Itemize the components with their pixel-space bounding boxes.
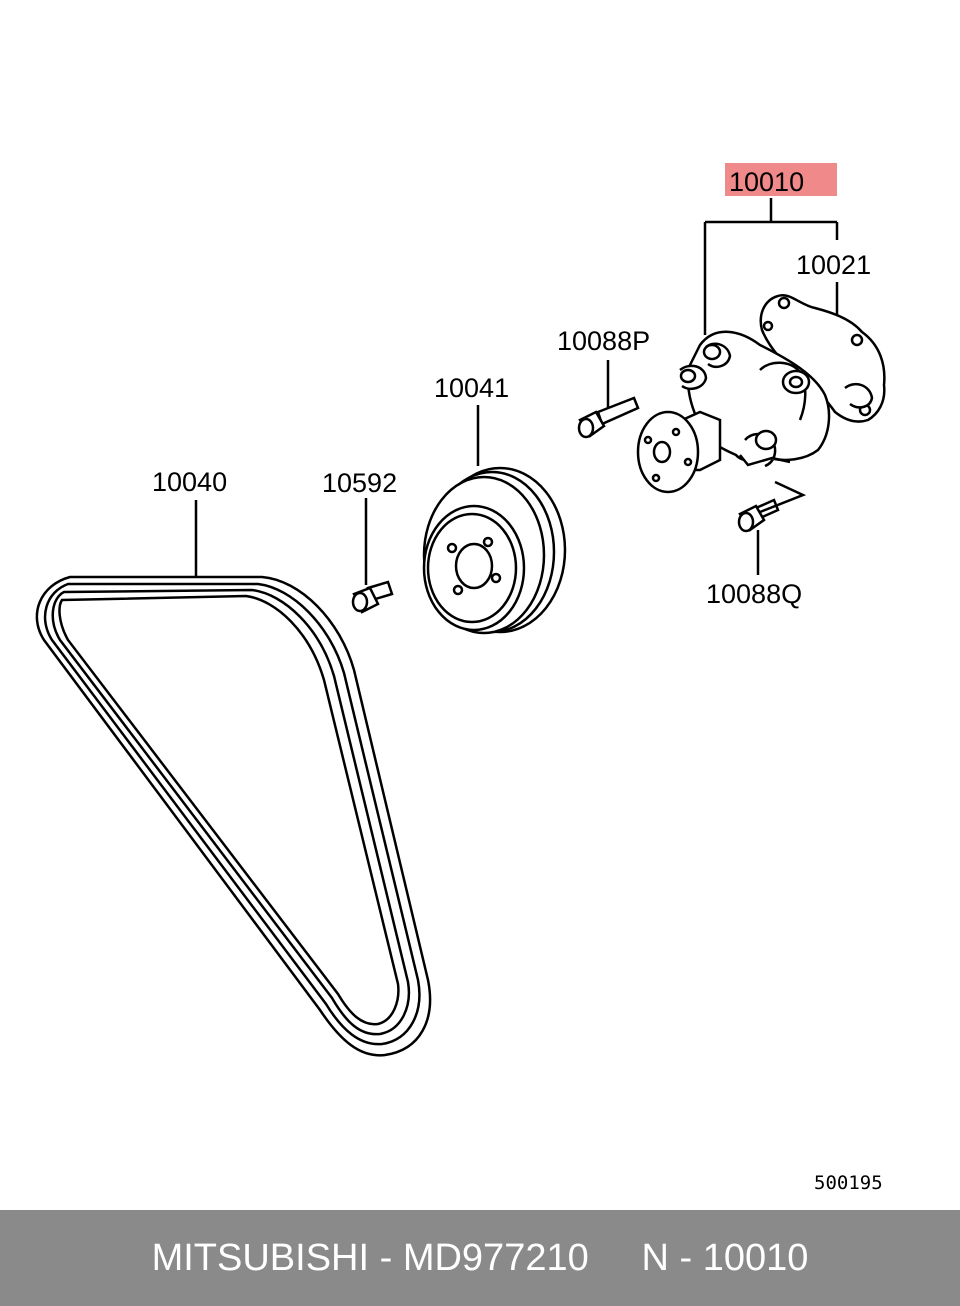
part-number: MD977210	[402, 1236, 589, 1279]
water-pump-10010	[636, 330, 831, 494]
bracket-10088Q	[759, 480, 807, 514]
ref-number: 10010	[702, 1236, 809, 1279]
sheet-number: 500195	[814, 1172, 883, 1194]
spacer	[589, 1237, 642, 1280]
belt-10040	[35, 575, 432, 1057]
gasket-10021	[759, 294, 886, 423]
bolt-10592	[351, 580, 394, 614]
label-10041[interactable]: 10041	[434, 373, 509, 403]
bolt-10088P	[577, 396, 640, 439]
label-10088Q[interactable]: 10088Q	[706, 579, 802, 609]
label-10040[interactable]: 10040	[152, 467, 227, 497]
parts-diagram: 10010 10021	[35, 163, 886, 1194]
footer-bar: MITSUBISHI - MD977210 N - 10010	[0, 1210, 960, 1306]
bolt-10088Q	[737, 498, 780, 533]
label-10021[interactable]: 10021	[796, 250, 871, 280]
pulley-10041	[422, 466, 567, 635]
ref-prefix: N -	[641, 1236, 703, 1279]
separator: -	[369, 1236, 403, 1279]
label-10088P[interactable]: 10088P	[557, 326, 650, 356]
brand-name: MITSUBISHI	[151, 1236, 370, 1279]
label-10592[interactable]: 10592	[322, 468, 397, 498]
bracket-10010	[703, 198, 839, 335]
label-10010[interactable]: 10010	[729, 167, 804, 197]
highlight-box-10010	[725, 163, 837, 196]
